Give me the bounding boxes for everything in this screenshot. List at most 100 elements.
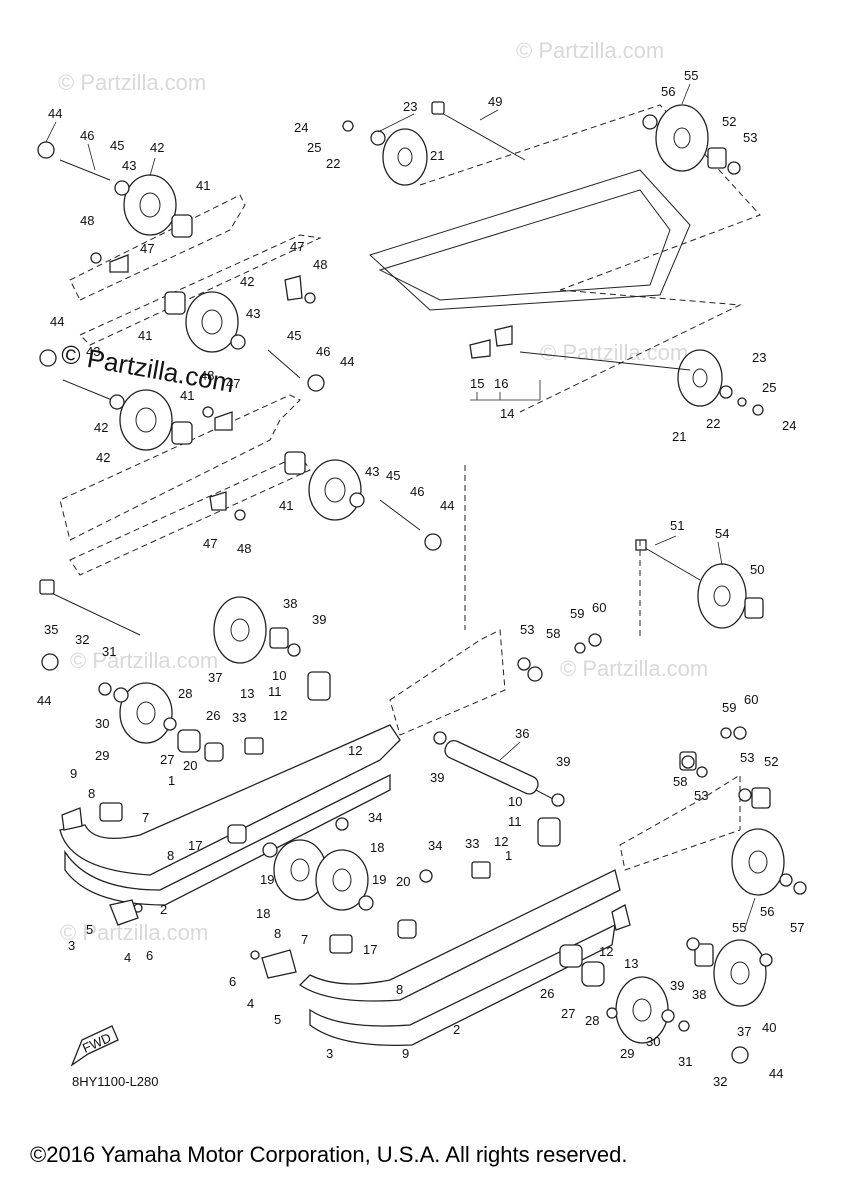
callout: 47 (226, 376, 240, 391)
callout: 22 (706, 416, 720, 431)
callout: 44 (37, 693, 51, 708)
callout: 47 (290, 239, 304, 254)
callout: 4 (247, 996, 254, 1011)
callout: 21 (430, 148, 444, 163)
callout: 59 (722, 700, 736, 715)
callout: 25 (762, 380, 776, 395)
fwd-label: FWD (80, 1030, 113, 1056)
callout: 45 (386, 468, 400, 483)
callout: 4 (124, 950, 131, 965)
callout: 48 (313, 257, 327, 272)
callout: 60 (744, 692, 758, 707)
callout: 56 (661, 84, 675, 99)
callout: 10 (508, 794, 522, 809)
callout: 23 (403, 99, 417, 114)
callout: 43 (86, 344, 100, 359)
callout: 46 (80, 128, 94, 143)
callout: 9 (70, 766, 77, 781)
callout: 37 (737, 1024, 751, 1039)
callout: 20 (396, 874, 410, 889)
callout: 38 (283, 596, 297, 611)
callout: 8 (88, 786, 95, 801)
callout: 13 (624, 956, 638, 971)
copyright-text: ©2016 Yamaha Motor Corporation, U.S.A. A… (30, 1142, 627, 1167)
callout: 11 (508, 814, 522, 829)
callout: 24 (294, 120, 308, 135)
callout: 53 (694, 788, 708, 803)
callout: 51 (670, 518, 684, 533)
callout: 39 (430, 770, 444, 785)
callout: 5 (274, 1012, 281, 1027)
callout: 15 (470, 376, 484, 391)
callout: 55 (684, 68, 698, 83)
callout: 27 (561, 1006, 575, 1021)
callout: 42 (96, 450, 110, 465)
callout: 23 (752, 350, 766, 365)
callout: 47 (140, 241, 154, 256)
callout: 41 (138, 328, 152, 343)
callout: 12 (273, 708, 287, 723)
callout: 57 (790, 920, 804, 935)
callout: 42 (240, 274, 254, 289)
callout: 11 (268, 684, 282, 699)
callout: 48 (200, 368, 214, 383)
diagram-code: 8HY1100-L280 (72, 1074, 159, 1089)
watermark: © Partzilla.com (58, 70, 206, 95)
callout: 14 (500, 406, 514, 421)
callout: 44 (50, 314, 64, 329)
callout: 48 (237, 541, 251, 556)
callout: 46 (410, 484, 424, 499)
callout: 17 (363, 942, 377, 957)
callout: 39 (670, 978, 684, 993)
callout: 36 (515, 726, 529, 741)
callout: 29 (620, 1046, 634, 1061)
wheel-42-a (123, 174, 177, 236)
wheel-42-b (185, 291, 239, 353)
fwd-arrow-icon: FWD (70, 1025, 119, 1067)
callout: 19 (372, 872, 386, 887)
callout: 34 (368, 810, 382, 825)
callout: 13 (240, 686, 254, 701)
callout: 19 (260, 872, 274, 887)
callout: 45 (110, 138, 124, 153)
callout: 21 (672, 429, 686, 444)
callout-labels: 44 46 45 43 42 41 48 47 47 48 42 43 45 4… (37, 68, 804, 1089)
callout: 39 (312, 612, 326, 627)
callout: 27 (160, 752, 174, 767)
wheel-37-upper (213, 596, 267, 664)
callout: 41 (196, 178, 210, 193)
idler-wheel-21-top (382, 128, 428, 186)
callout: 46 (316, 344, 330, 359)
callout: 31 (678, 1054, 692, 1069)
callout: 26 (540, 986, 554, 1001)
callout: 2 (453, 1022, 460, 1037)
callout: 40 (762, 1020, 776, 1035)
callout: 33 (465, 836, 479, 851)
watermark: © Partzilla.com (540, 340, 688, 365)
callout: 3 (68, 938, 75, 953)
callout: 10 (272, 668, 286, 683)
track-assembly (342, 101, 764, 416)
callout: 31 (102, 644, 116, 659)
wheel-55-lower (731, 828, 785, 896)
callout: 42 (94, 420, 108, 435)
callout: 32 (713, 1074, 727, 1089)
watermark: © Partzilla.com (560, 656, 708, 681)
callout: 44 (340, 354, 354, 369)
callout: 5 (86, 922, 93, 937)
callout: 47 (203, 536, 217, 551)
callout: 38 (692, 987, 706, 1002)
callout: 56 (760, 904, 774, 919)
rear-idler-group (464, 465, 764, 682)
callout: 53 (740, 750, 754, 765)
callout: 44 (440, 498, 454, 513)
callout: 7 (301, 932, 308, 947)
callout: 33 (232, 710, 246, 725)
callout: 59 (570, 606, 584, 621)
callout: 44 (48, 106, 62, 121)
callout: 30 (646, 1034, 660, 1049)
watermark: © Partzilla.com (60, 920, 208, 945)
callout: 25 (307, 140, 321, 155)
callout: 12 (494, 834, 508, 849)
callout: 41 (180, 388, 194, 403)
